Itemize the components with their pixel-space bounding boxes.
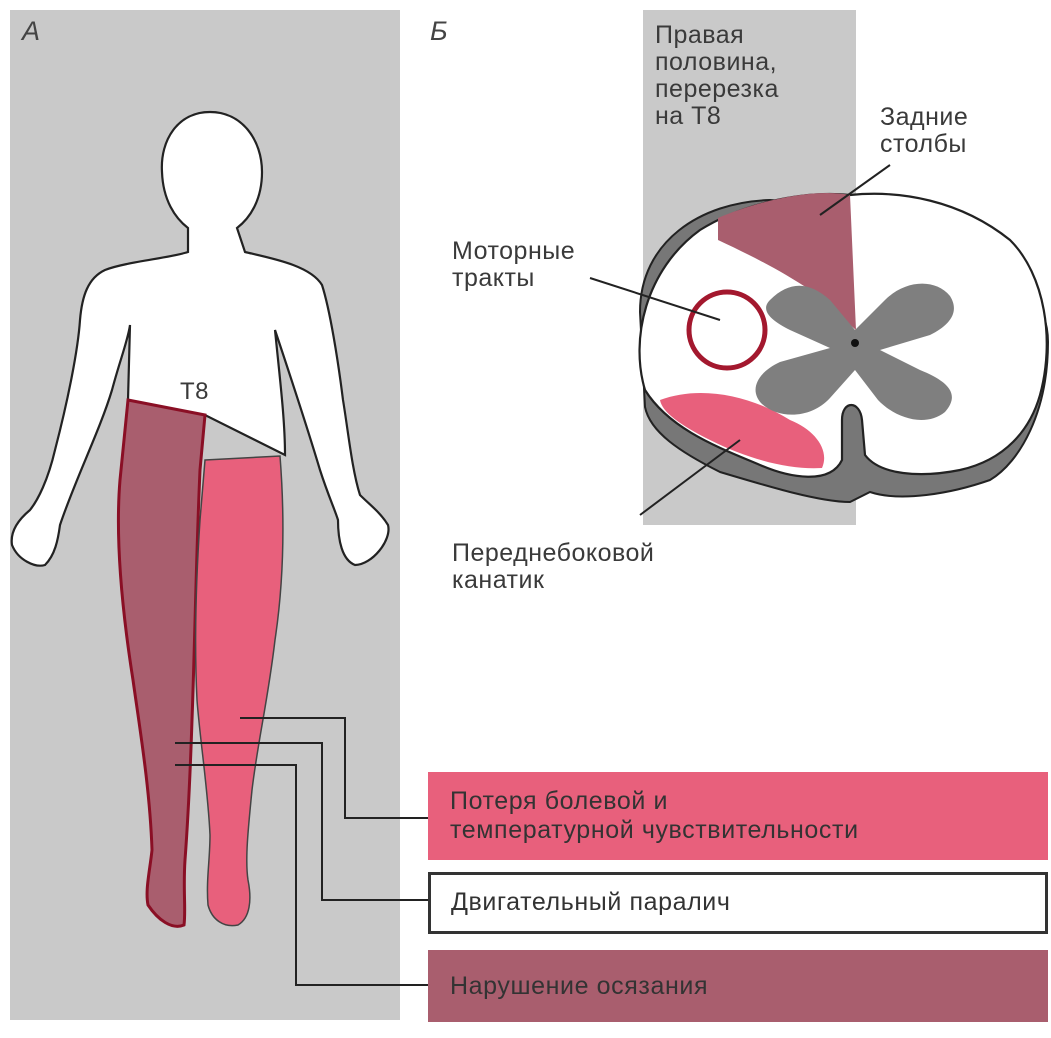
central-canal xyxy=(851,339,859,347)
motor-tracts-label: Моторные тракты xyxy=(452,238,575,292)
legend-pain-temperature-box: Потеря болевой и температурной чувствите… xyxy=(428,772,1048,860)
motor-tracts-circle xyxy=(689,292,765,368)
spinal-cord-section xyxy=(640,193,1048,502)
legend-touch-box: Нарушение осязания xyxy=(428,950,1048,1022)
legend-motor-paralysis-text: Двигательный паралич xyxy=(451,888,730,917)
panel-a-letter: А xyxy=(22,16,40,47)
panel-b-letter: Б xyxy=(430,16,448,47)
level-label-t8: Т8 xyxy=(180,378,209,405)
legend-touch-text: Нарушение осязания xyxy=(450,972,708,1001)
section-label: Правая половина, перерезка на Т8 xyxy=(655,22,779,130)
posterior-columns-label: Задние столбы xyxy=(880,104,968,158)
legend-motor-paralysis-box: Двигательный паралич xyxy=(428,872,1048,934)
legend-pain-temperature-text: Потеря болевой и температурной чувствите… xyxy=(450,787,859,845)
anterolateral-label: Переднебоковой канатик xyxy=(452,540,654,594)
